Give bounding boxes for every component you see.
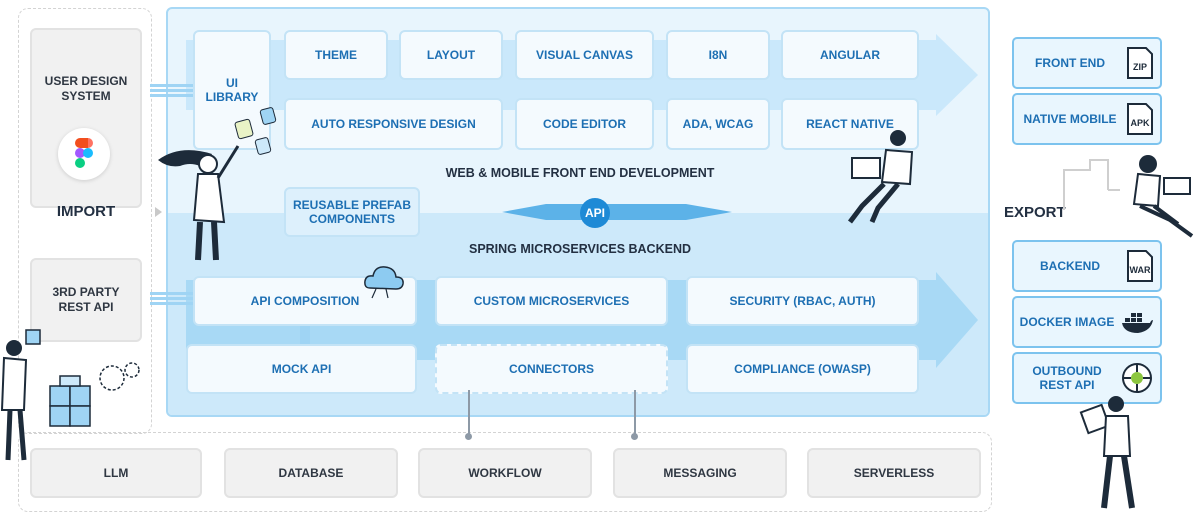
- connector-plug-icon: [465, 433, 472, 440]
- war-text: WAR: [1130, 265, 1151, 275]
- serverless-label: SERVERLESS: [853, 465, 935, 480]
- figma-icon: [58, 128, 110, 180]
- prefab-components-label: REUSABLE PREFAB COMPONENTS: [292, 198, 411, 226]
- custom-microservices-label: CUSTOM MICROSERVICES: [473, 294, 630, 308]
- developer-person-illustration: [848, 130, 914, 224]
- mock-api-box: MOCK API: [186, 344, 417, 394]
- messaging-label: MESSAGING: [663, 465, 737, 480]
- connectors-box: CONNECTORS: [435, 344, 668, 394]
- data-person-illustration: [0, 329, 140, 461]
- apk-file-icon: APK: [1126, 102, 1154, 136]
- ui-library-label: UI LIBRARY: [205, 76, 259, 104]
- theme-box: THEME: [284, 30, 388, 80]
- i18n-label: I8N: [708, 48, 728, 62]
- visual-canvas-box: VISUAL CANVAS: [515, 30, 654, 80]
- native-mobile-label: NATIVE MOBILE: [1023, 112, 1117, 126]
- zip-text: ZIP: [1133, 62, 1147, 72]
- angular-box: ANGULAR: [781, 30, 919, 80]
- code-editor-box: CODE EDITOR: [515, 98, 654, 150]
- front-end-label: FRONT END: [1035, 56, 1105, 70]
- security-box: SECURITY (RBAC, AUTH): [686, 276, 919, 326]
- auto-responsive-label: AUTO RESPONSIVE DESIGN: [311, 117, 476, 131]
- connector-line-left: [468, 390, 470, 436]
- react-native-label: REACT NATIVE: [806, 117, 894, 131]
- backend-title: SPRING MICROSERVICES BACKEND: [468, 242, 692, 256]
- cloud-icon: [364, 266, 404, 299]
- import-arrow-icon: [155, 207, 162, 217]
- connectors-label: CONNECTORS: [508, 362, 595, 376]
- llm-box: LLM: [30, 448, 202, 498]
- llm-label: LLM: [103, 465, 129, 480]
- designer-person-illustration: [158, 145, 240, 261]
- docker-image-label: DOCKER IMAGE: [1019, 315, 1115, 329]
- import-connector-bottom: [150, 292, 196, 306]
- outbound-api-export: OUTBOUND REST API: [1012, 352, 1162, 404]
- docker-icon: [1120, 305, 1154, 339]
- outbound-api-label: OUTBOUND REST API: [1032, 364, 1102, 392]
- compliance-box: COMPLIANCE (OWASP): [686, 344, 919, 394]
- ui-library-box: UI LIBRARY: [193, 30, 271, 150]
- export-title: EXPORT: [1004, 204, 1066, 221]
- user-design-system-label: USER DESIGN SYSTEM: [44, 74, 128, 103]
- apk-text: APK: [1130, 118, 1150, 128]
- code-editor-label: CODE EDITOR: [542, 117, 627, 131]
- import-connector-top: [150, 84, 196, 98]
- infrastructure-region: [18, 432, 992, 512]
- cube-icon: [49, 375, 91, 427]
- third-party-api-box: 3RD PARTY REST API: [30, 258, 142, 342]
- api-badge: API: [580, 198, 610, 228]
- ada-wcag-box: ADA, WCAG: [666, 98, 770, 150]
- react-native-box: REACT NATIVE: [781, 98, 919, 150]
- backend-export-label: BACKEND: [1040, 259, 1100, 273]
- mock-api-label: MOCK API: [271, 362, 332, 376]
- front-end-export: FRONT END ZIP: [1012, 37, 1162, 89]
- zip-file-icon: ZIP: [1126, 46, 1154, 80]
- gear-icon: [124, 362, 140, 378]
- api-label: API: [584, 206, 605, 220]
- serverless-box: SERVERLESS: [807, 448, 981, 498]
- workflow-label: WORKFLOW: [468, 465, 542, 480]
- database-box: DATABASE: [224, 448, 398, 498]
- war-file-icon: WAR: [1126, 249, 1154, 283]
- outbound-person-illustration: [1079, 396, 1135, 509]
- connector-line-right: [634, 390, 636, 436]
- i18n-box: I8N: [666, 30, 770, 80]
- export-person-illustration: [1063, 155, 1194, 238]
- layout-box: LAYOUT: [399, 30, 503, 80]
- layout-label: LAYOUT: [426, 48, 476, 62]
- gear-icon: [99, 365, 125, 391]
- api-mock-connector: [300, 326, 310, 344]
- messaging-box: MESSAGING: [613, 448, 787, 498]
- backend-export: BACKEND WAR: [1012, 240, 1162, 292]
- theme-label: THEME: [315, 48, 357, 62]
- prefab-components-box: REUSABLE PREFAB COMPONENTS: [284, 187, 420, 237]
- native-mobile-export: NATIVE MOBILE APK: [1012, 93, 1162, 145]
- angular-label: ANGULAR: [820, 48, 880, 62]
- connector-plug-icon: [631, 433, 638, 440]
- custom-microservices-box: CUSTOM MICROSERVICES: [435, 276, 668, 326]
- database-label: DATABASE: [278, 465, 344, 480]
- third-party-api-label: 3RD PARTY REST API: [52, 285, 120, 314]
- ada-wcag-label: ADA, WCAG: [682, 117, 754, 131]
- rest-api-icon: [1120, 361, 1154, 395]
- import-region: [18, 8, 152, 434]
- frontend-title: WEB & MOBILE FRONT END DEVELOPMENT: [445, 166, 715, 180]
- docker-image-export: DOCKER IMAGE: [1012, 296, 1162, 348]
- auto-responsive-box: AUTO RESPONSIVE DESIGN: [284, 98, 503, 150]
- import-title: IMPORT: [56, 203, 116, 220]
- compliance-label: COMPLIANCE (OWASP): [734, 362, 871, 376]
- user-design-system-box: USER DESIGN SYSTEM: [30, 28, 142, 208]
- api-composition-label: API COMPOSITION: [250, 294, 360, 308]
- visual-canvas-label: VISUAL CANVAS: [536, 48, 633, 62]
- security-label: SECURITY (RBAC, AUTH): [729, 294, 876, 308]
- workflow-box: WORKFLOW: [418, 448, 592, 498]
